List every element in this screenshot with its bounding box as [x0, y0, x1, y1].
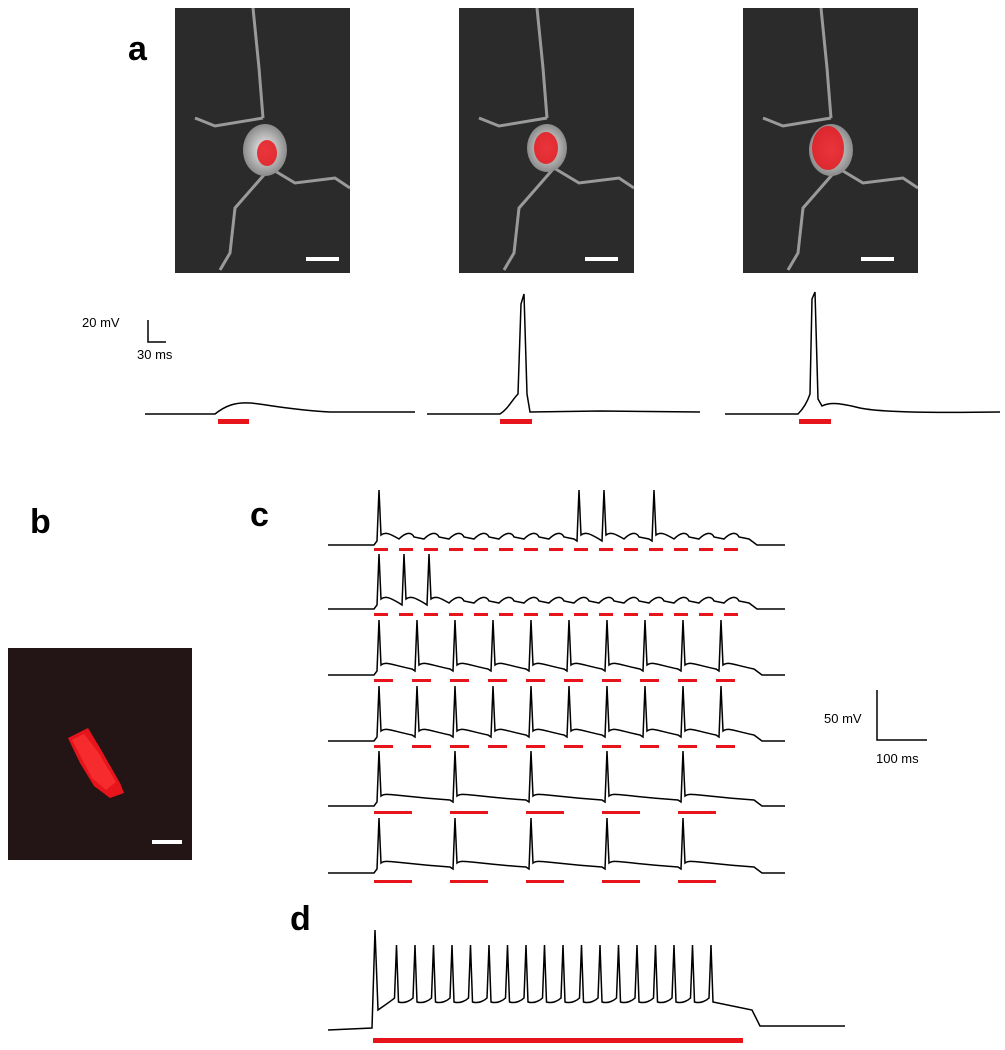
- trace-c6: [328, 817, 785, 874]
- stimulus-bar-c1-1: [374, 548, 388, 551]
- stimulus-bar-c1-7: [524, 548, 538, 551]
- trace-c1: [328, 489, 785, 546]
- stimulus-bar-c1-2: [399, 548, 413, 551]
- stimulus-bar-c2-14: [699, 613, 713, 616]
- stimulus-bar-c3-8: [640, 679, 659, 682]
- stimulus-bar-a3: [799, 419, 831, 424]
- stimulus-bar-c6-5: [678, 880, 716, 883]
- scalebar-a-voltage-label: 20 mV: [82, 315, 120, 330]
- stimulus-bar-c2-10: [599, 613, 613, 616]
- stimulus-bar-c4-2: [412, 745, 431, 748]
- stimulus-bar-c2-3: [424, 613, 438, 616]
- stimulus-bar-c1-10: [599, 548, 613, 551]
- stimulus-bar-c1-13: [674, 548, 688, 551]
- stimulus-bar-c1-3: [424, 548, 438, 551]
- stimulus-bar-c1-11: [624, 548, 638, 551]
- stimulus-bar-c2-8: [549, 613, 563, 616]
- stimulus-bar-c3-1: [374, 679, 393, 682]
- stimulus-bar-c2-12: [649, 613, 663, 616]
- stimulus-bar-c5-4: [602, 811, 640, 814]
- stimulus-bar-c3-9: [678, 679, 697, 682]
- panel-label-a: a: [128, 30, 147, 68]
- scalebar-c: [876, 690, 927, 741]
- stimulus-bar-c5-5: [678, 811, 716, 814]
- stimulus-bar-c3-2: [412, 679, 431, 682]
- stimulus-bar-c6-1: [374, 880, 412, 883]
- stimulus-bar-c2-1: [374, 613, 388, 616]
- stimulus-bar-c5-2: [450, 811, 488, 814]
- scalebar-a-time-label: 30 ms: [137, 347, 173, 362]
- trace-a1: [145, 402, 415, 415]
- stimulus-bar-c5-3: [526, 811, 564, 814]
- stimulus-bar-c4-1: [374, 745, 393, 748]
- stimulus-bar-c2-7: [524, 613, 538, 616]
- stimulus-bar-c3-5: [526, 679, 545, 682]
- trace-c5: [328, 750, 785, 807]
- stimulus-bar-c4-3: [450, 745, 469, 748]
- trace-a2: [427, 293, 701, 415]
- stimulus-bar-c2-6: [499, 613, 513, 616]
- panel-label-d: d: [290, 900, 311, 938]
- scalebar-a: [147, 320, 166, 343]
- stimulus-bar-c4-4: [488, 745, 507, 748]
- trace-c4: [328, 685, 785, 742]
- stimulus-bar-c2-2: [399, 613, 413, 616]
- stimulus-bar-c1-5: [474, 548, 488, 551]
- stimulus-bar-c3-3: [450, 679, 469, 682]
- panel-label-c: c: [250, 496, 269, 534]
- fluorescence-image-b: [8, 648, 192, 860]
- stimulus-bar-c1-9: [574, 548, 588, 551]
- stimulus-bar-c4-8: [640, 745, 659, 748]
- stimulus-bar-c6-3: [526, 880, 564, 883]
- stimulus-bar-c1-15: [724, 548, 738, 551]
- stimulus-bar-c6-2: [450, 880, 488, 883]
- stimulus-bar-a1: [218, 419, 249, 424]
- stimulus-bar-c5-1: [374, 811, 412, 814]
- stimulus-bar-c3-10: [716, 679, 735, 682]
- stimulus-bar-a2: [500, 419, 532, 424]
- stimulus-bar-c2-9: [574, 613, 588, 616]
- stimulus-bar-c3-4: [488, 679, 507, 682]
- trace-c3: [328, 619, 785, 676]
- stimulus-bar-c1-14: [699, 548, 713, 551]
- stimulus-bar-c2-5: [474, 613, 488, 616]
- stimulus-bar-c2-15: [724, 613, 738, 616]
- stimulus-bar-c1-8: [549, 548, 563, 551]
- trace-c2: [328, 553, 785, 610]
- scalebar-c-voltage-label: 50 mV: [824, 711, 862, 726]
- stimulus-bar-c1-6: [499, 548, 513, 551]
- stimulus-bar-c4-7: [602, 745, 621, 748]
- panel-label-b: b: [30, 503, 51, 541]
- micrograph-a3: [743, 8, 918, 273]
- stimulus-bar-c3-7: [602, 679, 621, 682]
- stimulus-bar-c4-9: [678, 745, 697, 748]
- stimulus-bar-c2-13: [674, 613, 688, 616]
- stimulus-bar-c1-12: [649, 548, 663, 551]
- stimulus-bar-d: [373, 1038, 743, 1043]
- micrograph-a2: [459, 8, 634, 273]
- scalebar-c-time-label: 100 ms: [876, 751, 919, 766]
- stimulus-bar-c4-6: [564, 745, 583, 748]
- trace-a3: [725, 291, 1001, 415]
- stimulus-bar-c6-4: [602, 880, 640, 883]
- stimulus-bar-c2-11: [624, 613, 638, 616]
- stimulus-bar-c4-10: [716, 745, 735, 748]
- stimulus-bar-c3-6: [564, 679, 583, 682]
- stimulus-bar-c4-5: [526, 745, 545, 748]
- trace-d: [327, 929, 845, 1031]
- micrograph-a1: [175, 8, 350, 273]
- stimulus-bar-c2-4: [449, 613, 463, 616]
- stimulus-bar-c1-4: [449, 548, 463, 551]
